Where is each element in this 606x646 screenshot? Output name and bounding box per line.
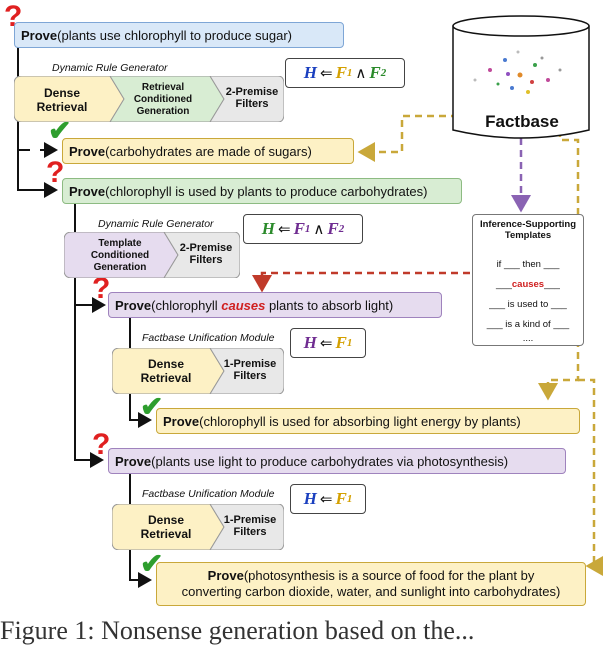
factbase-cylinder	[452, 15, 590, 139]
node-chloro: Prove(chlorophyll is used by plants to p…	[62, 178, 462, 204]
template-row: ___ is used to ___	[489, 299, 567, 310]
stage-1premise-filters: 1-Premise Filters	[223, 358, 277, 382]
template-link-causes	[252, 271, 470, 293]
question-mark-icon: ?	[46, 156, 65, 189]
pipeline-drg1	[14, 76, 284, 122]
templates-panel: Inference-Supporting Templates if ___ th…	[472, 214, 584, 346]
prove-keyword: Prove	[21, 27, 58, 43]
stage-2premise-filters: 2-Premise Filters	[225, 86, 279, 110]
template-row: ___ is a kind of ___	[486, 319, 570, 330]
module-label: Dynamic Rule Generator	[52, 62, 168, 74]
question-mark-icon: ?	[92, 272, 111, 305]
pipeline-fum2	[112, 504, 284, 550]
module-label: Factbase Unification Module	[142, 332, 275, 344]
template-row: ___causes___	[496, 279, 560, 290]
template-row: ....	[522, 333, 534, 344]
node-carbs: Prove(carbohydrates are made of sugars)	[62, 138, 354, 164]
question-mark-icon: ?	[92, 428, 111, 461]
node-causes: Prove (chlorophyll causes plants to abso…	[108, 292, 442, 318]
stage-dense-retrieval: Dense Retrieval	[140, 513, 192, 541]
factbase-graph-dots	[473, 50, 562, 94]
check-mark-icon: ✔	[48, 115, 72, 146]
templates-title: Inference-Supporting Templates	[479, 219, 577, 241]
stage-template-conditioned: Template Conditioned Generation	[90, 238, 150, 273]
node-absorb: Prove(chlorophyll is used for absorbing …	[156, 408, 580, 434]
node-light: Prove(plants use light to produce carboh…	[108, 448, 566, 474]
stage-dense-retrieval: Dense Retrieval	[140, 357, 192, 385]
stage-dense-retrieval: Dense Retrieval	[36, 86, 88, 114]
stage-1premise-filters: 1-Premise Filters	[223, 514, 277, 538]
stage-2premise-filters: 2-Premise Filters	[179, 242, 233, 266]
template-row: if ___ then ___	[496, 259, 560, 270]
factbase-link-carbs	[357, 114, 470, 162]
node-text: (plants use chlorophyll to produce sugar…	[57, 27, 292, 43]
factbase-link-photo	[578, 378, 603, 576]
node-photo: Prove(photosynthesis is a source of food…	[156, 562, 586, 606]
pipeline-fum1	[112, 348, 284, 394]
figure-caption: Figure 1: Nonsense generation based on t…	[0, 616, 475, 645]
tree-line-chloro	[74, 200, 104, 468]
factbase-label: Factbase	[485, 112, 559, 131]
node-root: Prove (plants use chlorophyll to produce…	[14, 22, 344, 48]
module-label: Factbase Unification Module	[142, 488, 275, 500]
pipeline-drg2	[64, 232, 240, 278]
stage-retrieval-conditioned: Retrieval Conditioned Generation	[133, 82, 193, 117]
module-label: Dynamic Rule Generator	[98, 218, 214, 230]
